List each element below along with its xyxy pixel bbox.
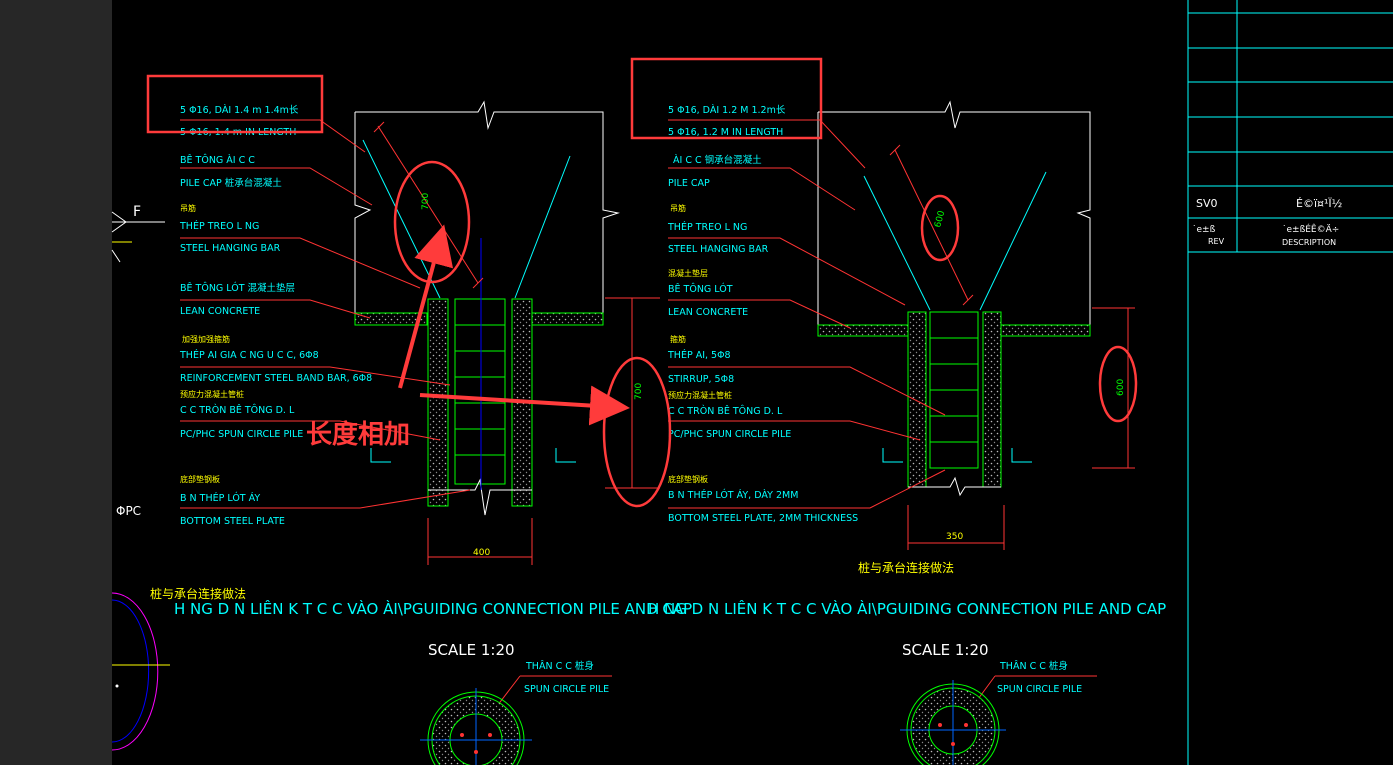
left-edge-circle xyxy=(111,592,170,751)
right-callout-3: ÀI C C 钢承台混凝土 xyxy=(673,154,762,166)
left-edge-label: ΦPC xyxy=(116,504,141,518)
left-callout-3: BÊ TÔNG ÀI C C xyxy=(180,154,255,166)
left-callout-16: 底部垫钢板 xyxy=(180,474,220,484)
left-callout-17: B N THÉP LÓT ÁY xyxy=(180,492,260,504)
right-callout-6: THÉP TREO L NG xyxy=(667,221,747,233)
right-spun-label: SPUN CIRCLE PILE xyxy=(997,684,1082,695)
right-pile-section: THÂN C C 桩身 SPUN CIRCLE PILE xyxy=(900,660,1097,765)
right-callout-12: THÉP AI, 5Φ8 xyxy=(667,349,731,361)
left-detail-drawing: 700 700 400 xyxy=(180,100,660,565)
left-spun-label: SPUN CIRCLE PILE xyxy=(524,684,609,695)
arrow-to-diagonal xyxy=(398,224,454,389)
left-callouts: 5 Φ16, DÀI 1.4 m 1.4m长 5 Φ16, 1.4 m IN L… xyxy=(179,104,372,527)
left-callout-18: BOTTOM STEEL PLATE xyxy=(180,516,285,527)
left-callout-11: THÉP AI GIA C NG U C C, 6Φ8 xyxy=(179,349,319,361)
right-diagonal-dimension: 600 xyxy=(933,209,947,228)
right-width-dimension: 350 xyxy=(946,532,963,542)
title-block-description: DESCRIPTION xyxy=(1282,238,1336,247)
right-section-title: H NG D N LIÊN K T C C VÀO ÀI\PGUIDING CO… xyxy=(648,599,1166,618)
title-block-rev: REV xyxy=(1208,237,1225,246)
left-callout-7: STEEL HANGING BAR xyxy=(180,243,281,254)
left-tool-panel xyxy=(0,0,112,765)
left-callout-9: LEAN CONCRETE xyxy=(180,306,260,317)
section-marker-label: F xyxy=(133,204,141,220)
right-callout-18: B N THÉP LÓT ÁY, DÀY 2MM xyxy=(668,489,798,501)
left-width-dimension: 400 xyxy=(473,548,490,558)
left-caption-cn: 桩与承台连接做法 xyxy=(150,586,246,601)
right-scale-label: SCALE 1:20 xyxy=(902,641,989,659)
arrow-to-vertical xyxy=(419,385,630,426)
left-highlight-box xyxy=(146,74,324,134)
left-callout-15: PC/PHC SPUN CIRCLE PILE xyxy=(180,429,303,440)
left-callout-12: REINFORCEMENT STEEL BAND BAR, 6Φ8 xyxy=(180,373,372,384)
left-section-title: H NG D N LIÊN K T C C VÀO ÀI\PGUIDING CO… xyxy=(174,599,692,618)
left-than-label: THÂN C C 桩身 xyxy=(525,660,594,672)
right-callout-5: 吊筋 xyxy=(670,203,686,213)
right-callout-19: BOTTOM STEEL PLATE, 2MM THICKNESS xyxy=(668,513,858,524)
right-vertical-circle xyxy=(1098,345,1138,423)
left-callout-1: 5 Φ16, DÀI 1.4 m 1.4m长 xyxy=(180,104,299,116)
right-callout-15: C C TRÒN BÊ TÔNG D. L xyxy=(668,405,783,417)
title-block-rev-top: ˙e±ß xyxy=(1192,225,1216,235)
right-callout-9: BÊ TÔNG LÓT xyxy=(668,283,733,295)
right-callouts: 5 Φ16, DÀI 1.2 M 1.2m长 5 Φ16, 1.2 M IN L… xyxy=(667,104,858,524)
left-diagonal-dimension: 700 xyxy=(421,193,431,210)
title-block: SV0 É©ï¤¹Ï½ ˙e±ß REV ˙e±ßÉÊ©Ä÷ DESCRIPTI… xyxy=(1187,0,1393,765)
left-diagonal-circle xyxy=(393,160,471,284)
right-callout-17: 底部垫钢板 xyxy=(668,474,708,484)
left-pile-section: THÂN C C 桩身 SPUN CIRCLE PILE xyxy=(420,660,612,765)
right-than-label: THÂN C C 桩身 xyxy=(999,660,1068,672)
left-callout-14: C C TRÒN BÊ TÔNG D. L xyxy=(180,404,295,416)
left-scale-label: SCALE 1:20 xyxy=(428,641,515,659)
right-diagonal-circle xyxy=(920,194,960,262)
section-marker: F xyxy=(111,204,165,263)
right-caption-cn: 桩与承台连接做法 xyxy=(858,560,954,575)
left-vertical-circle xyxy=(602,356,672,508)
right-callout-13: STIRRUP, 5Φ8 xyxy=(668,374,734,385)
right-detail-drawing: 600 600 350 xyxy=(668,100,1135,550)
annotation-text: 长度相加 xyxy=(306,419,410,450)
left-callout-10: 加强加强箍筋 xyxy=(182,334,230,344)
left-callout-4: PILE CAP 桩承台混凝土 xyxy=(180,177,282,189)
right-callout-4: PILE CAP xyxy=(668,178,710,189)
markup-annotations: 长度相加 xyxy=(146,57,1138,508)
title-block-desc-top: ˙e±ßÉÊ©Ä÷ xyxy=(1282,223,1339,235)
left-vertical-dimension: 700 xyxy=(634,383,644,400)
left-callout-13: 预应力混凝土管桩 xyxy=(180,389,244,399)
right-callout-2: 5 Φ16, 1.2 M IN LENGTH xyxy=(668,127,783,138)
right-callout-8: 混凝土垫层 xyxy=(668,268,708,278)
title-block-code: SV0 xyxy=(1196,197,1218,210)
right-callout-10: LEAN CONCRETE xyxy=(668,307,748,318)
right-callout-7: STEEL HANGING BAR xyxy=(668,244,769,255)
right-callout-16: PC/PHC SPUN CIRCLE PILE xyxy=(668,429,791,440)
left-callout-5: 吊筋 xyxy=(180,203,196,213)
left-callout-6: THÉP TREO L NG xyxy=(179,220,259,232)
left-callout-8: BÊ TÔNG LÓT 混凝土垫层 xyxy=(180,282,295,294)
right-callout-14: 预应力混凝土管桩 xyxy=(668,390,732,400)
right-highlight-box xyxy=(630,57,823,140)
right-callout-1: 5 Φ16, DÀI 1.2 M 1.2m长 xyxy=(668,104,786,116)
right-vertical-dimension: 600 xyxy=(1116,379,1126,396)
title-block-desc: É©ï¤¹Ï½ xyxy=(1296,197,1342,210)
right-callout-11: 箍筋 xyxy=(670,334,686,344)
